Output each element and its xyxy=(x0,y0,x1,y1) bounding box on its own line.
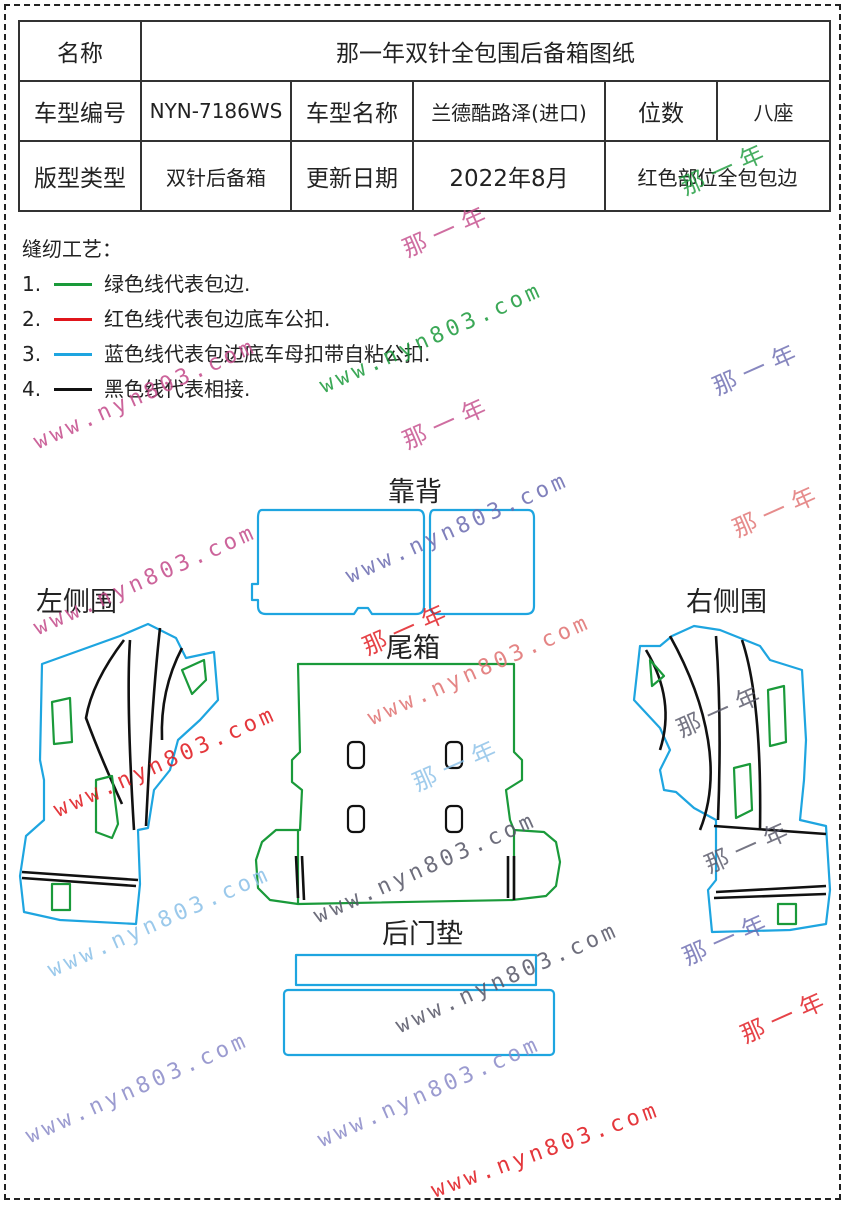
left-side-green-cutout xyxy=(180,658,208,696)
legend-num: 1. xyxy=(22,272,42,296)
seats-value: 八座 xyxy=(715,80,832,142)
red-line-swatch xyxy=(54,318,92,321)
legend-item: 2. 红色线代表包边底车公扣. xyxy=(22,302,430,337)
left-side-label: 左侧围 xyxy=(36,587,117,618)
door-mat-panel xyxy=(282,988,556,1057)
green-line-swatch xyxy=(54,283,92,286)
trunk-hole xyxy=(346,740,366,770)
right-side-green-cutout xyxy=(648,658,666,688)
sewing-legend: 缝纫工艺： 1. 绿色线代表包边. 2. 红色线代表包边底车公扣. 3. 蓝色线… xyxy=(22,232,430,407)
backrest-right-piece xyxy=(428,508,536,616)
legend-text: 红色线代表包边底车公扣. xyxy=(104,307,331,331)
model-name-value: 兰德酷路泽(进口) xyxy=(412,80,606,142)
left-side-green-cutout xyxy=(50,882,72,912)
model-code-value: NYN-7186WS xyxy=(140,80,292,142)
right-side-black-line xyxy=(713,824,827,900)
trunk-hole xyxy=(346,804,366,834)
legend-num: 2. xyxy=(22,307,42,331)
right-side-green-cutout xyxy=(766,684,788,748)
blue-line-swatch xyxy=(54,353,92,356)
pattern-type-value: 双针后备箱 xyxy=(140,140,292,212)
legend-num: 3. xyxy=(22,342,42,366)
trunk-piece xyxy=(254,662,562,906)
model-code-label: 车型编号 xyxy=(18,80,142,142)
right-side-black-curve xyxy=(668,635,712,831)
right-side-green-cutout xyxy=(732,762,754,820)
page-border xyxy=(4,4,841,1200)
legend-item: 1. 绿色线代表包边. xyxy=(22,267,430,302)
name-label: 名称 xyxy=(18,20,142,82)
left-side-black-line xyxy=(21,870,139,888)
backrest-left-piece xyxy=(250,508,426,616)
legend-text: 蓝色线代表包边底车母扣带自粘公扣. xyxy=(104,342,431,366)
right-side-label: 右侧围 xyxy=(686,587,767,618)
right-side-green-cutout xyxy=(776,902,798,926)
door-mat-strip xyxy=(294,953,538,987)
legend-text: 黑色线代表相接. xyxy=(104,377,251,401)
left-side-black-curve xyxy=(144,627,162,827)
info-table: 名称 那一年双针全包围后备箱图纸 车型编号 NYN-7186WS 车型名称 兰德… xyxy=(18,20,832,212)
trunk-join-line xyxy=(294,855,516,901)
legend-item: 3. 蓝色线代表包边底车母扣带自粘公扣. xyxy=(22,337,430,372)
legend-title: 缝纫工艺： xyxy=(22,237,122,261)
left-side-green-cutout xyxy=(94,774,120,840)
legend-text: 绿色线代表包边. xyxy=(104,272,251,296)
left-side-panel xyxy=(18,622,220,926)
trunk-label: 尾箱 xyxy=(386,633,440,664)
backrest-label: 靠背 xyxy=(388,477,442,508)
right-side-black-curve xyxy=(740,639,762,831)
left-side-green-cutout xyxy=(50,696,74,746)
update-date-label: 更新日期 xyxy=(290,140,414,212)
left-side-black-curve xyxy=(160,647,184,741)
left-side-black-curve xyxy=(127,639,136,831)
note-value: 红色部位全包包边 xyxy=(603,140,832,212)
trunk-hole xyxy=(444,740,464,770)
black-line-swatch xyxy=(54,388,92,391)
seats-label: 位数 xyxy=(604,80,718,142)
update-date-value: 2022年8月 xyxy=(412,140,606,212)
right-side-panel xyxy=(632,624,832,934)
right-side-black-curve xyxy=(714,635,721,821)
pattern-type-label: 版型类型 xyxy=(18,140,142,212)
trunk-hole xyxy=(444,804,464,834)
name-value: 那一年双针全包围后备箱图纸 xyxy=(139,20,832,82)
door-mat-label: 后门垫 xyxy=(382,919,463,950)
model-name-label: 车型名称 xyxy=(290,80,414,142)
legend-num: 4. xyxy=(22,377,42,401)
legend-item: 4. 黑色线代表相接. xyxy=(22,372,430,407)
